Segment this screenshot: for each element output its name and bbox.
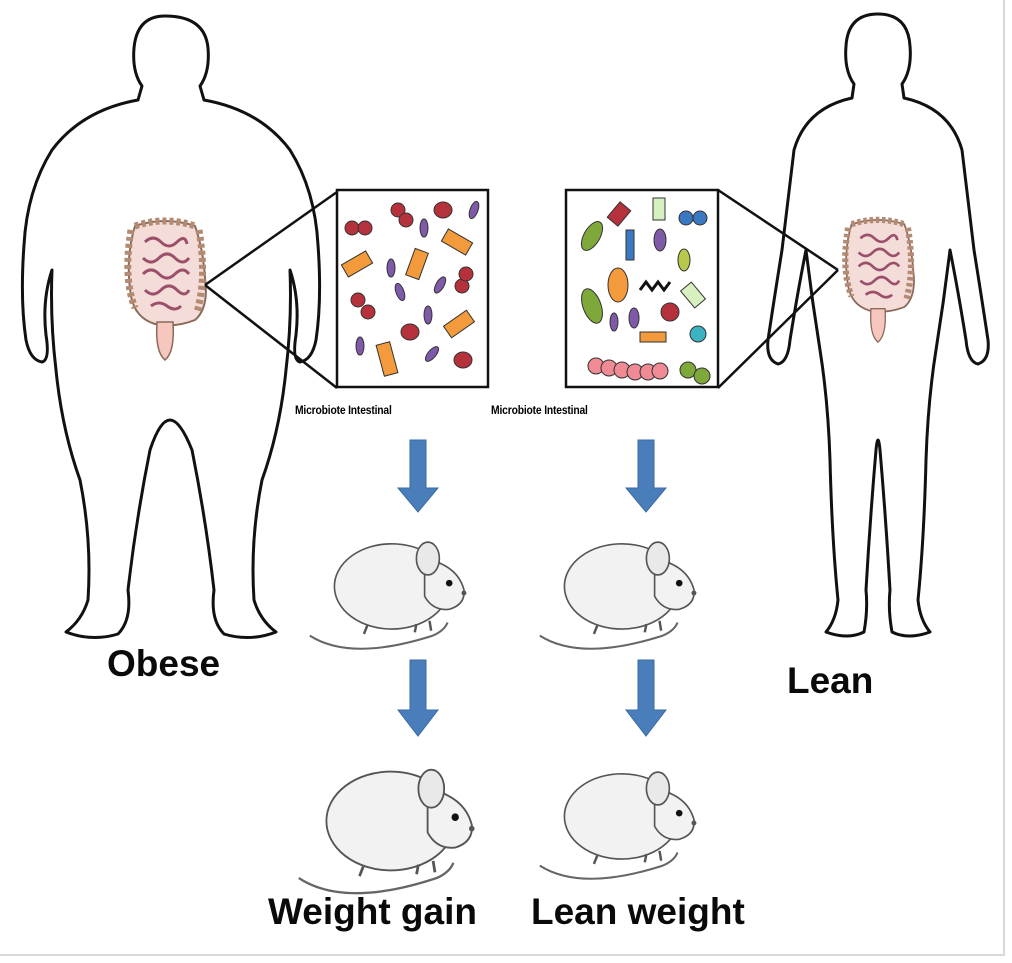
arrow-right-1 (626, 440, 666, 512)
arrow-left-2 (398, 660, 438, 736)
lean-panel-caption: Microbiote Intestinal (491, 404, 588, 417)
lean-weight-label: Lean weight (531, 891, 745, 933)
mouse-obese-transplant (310, 542, 467, 649)
mouse-lean-weight (540, 772, 697, 879)
mouse-weight-gain (299, 770, 475, 894)
obese-microbiota-panel (337, 190, 488, 387)
frame-right-border (1003, 0, 1005, 955)
arrow-left-1 (398, 440, 438, 512)
arrow-right-2 (626, 660, 666, 736)
lean-microbiota-panel (566, 190, 718, 387)
lean-label: Lean (787, 660, 873, 702)
weight-gain-label: Weight gain (268, 891, 477, 933)
obese-panel-caption: Microbiote Intestinal (295, 404, 392, 417)
mouse-lean-transplant (540, 542, 697, 649)
obese-label: Obese (107, 643, 220, 685)
frame-bottom-border (0, 954, 1005, 956)
